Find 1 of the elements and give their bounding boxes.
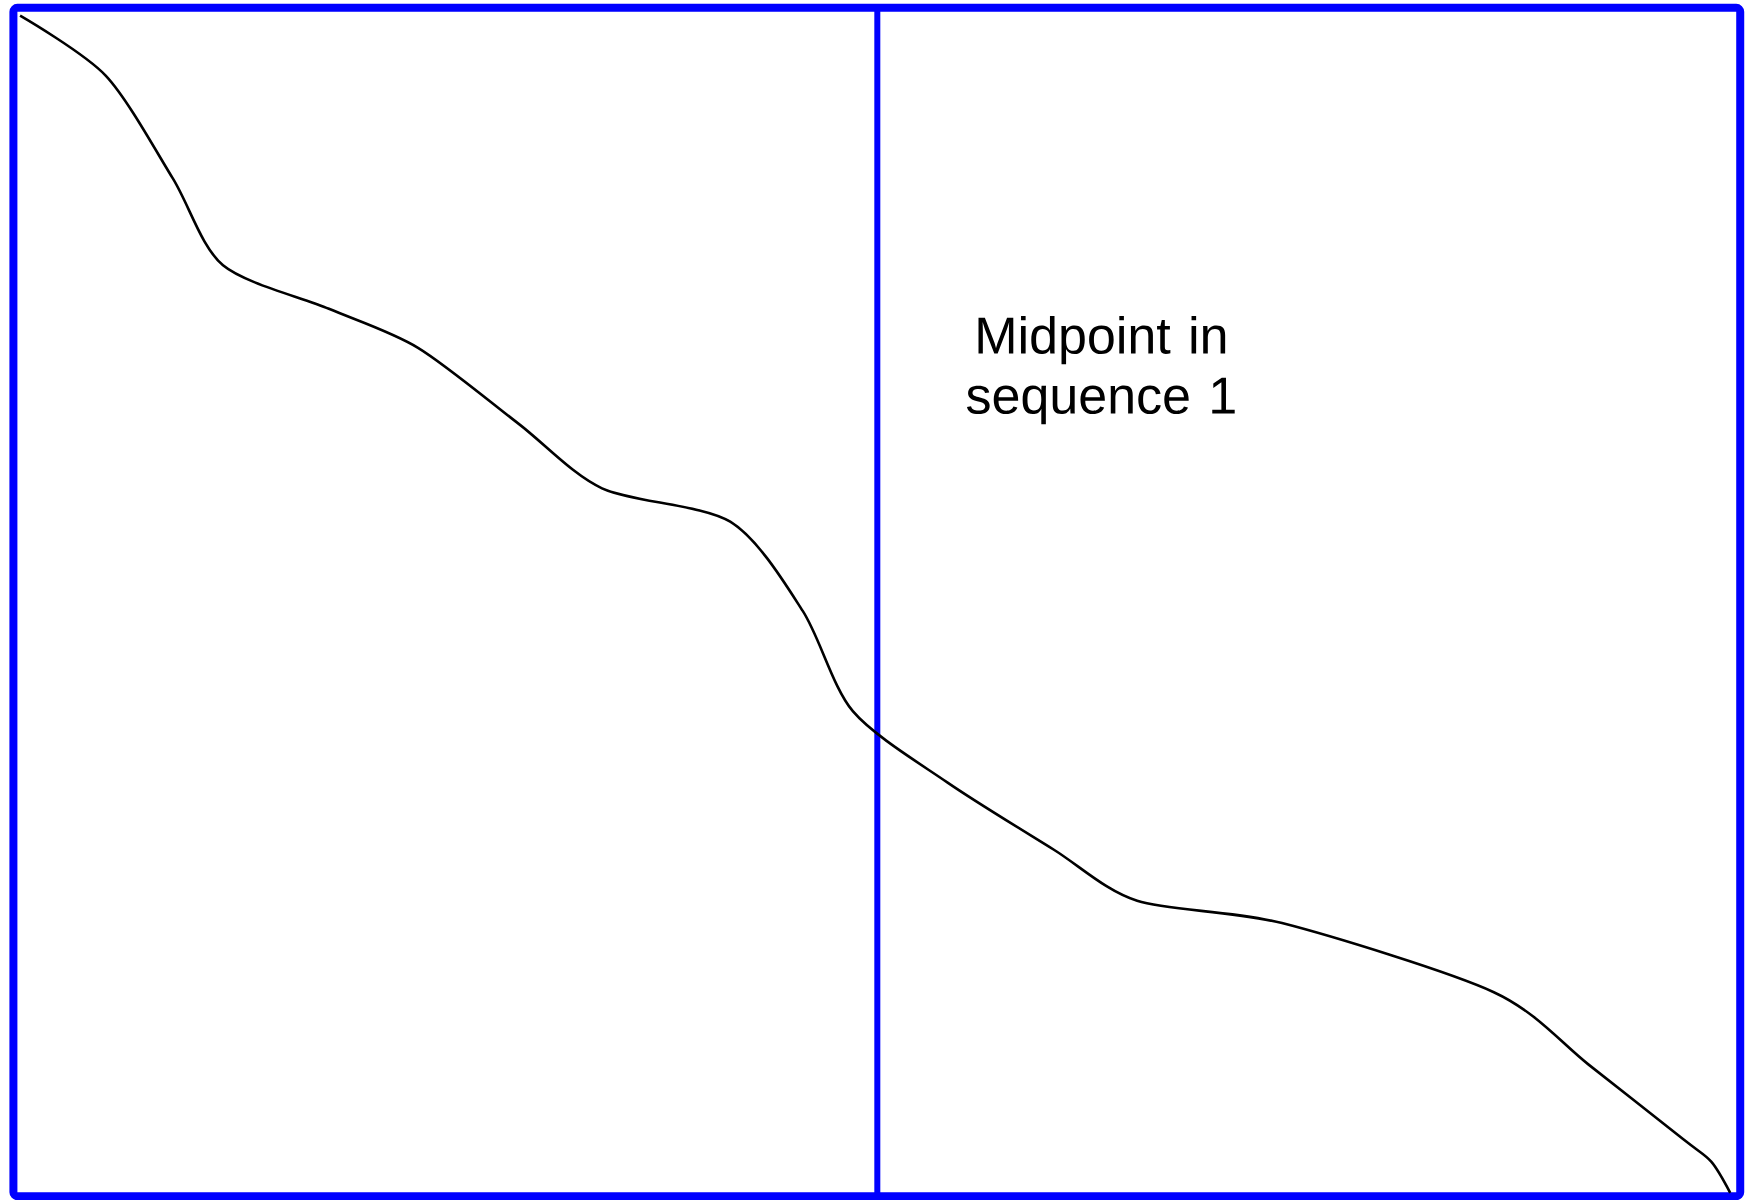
midpoint-label: Midpoint in sequence 1 xyxy=(966,315,1235,425)
